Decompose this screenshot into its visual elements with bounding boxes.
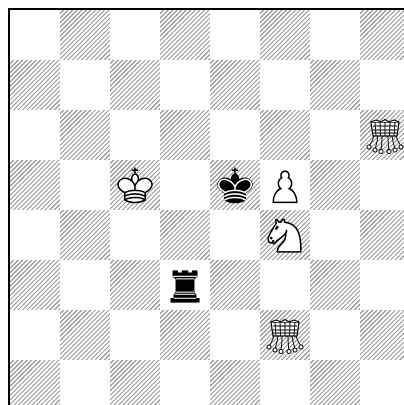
light-square[interactable] — [10, 110, 60, 160]
light-square[interactable] — [60, 160, 110, 210]
dark-square[interactable] — [360, 210, 404, 260]
light-square[interactable] — [210, 310, 260, 360]
light-square[interactable] — [10, 210, 60, 260]
crowned-grasshopper-icon[interactable] — [360, 110, 404, 160]
light-square[interactable] — [360, 160, 404, 210]
light-square[interactable] — [310, 10, 360, 60]
dark-square[interactable] — [10, 160, 60, 210]
dark-square[interactable] — [110, 60, 160, 110]
chess-board — [8, 8, 404, 405]
white-knight-icon[interactable] — [260, 210, 310, 260]
light-square[interactable] — [160, 160, 210, 210]
dark-square[interactable] — [210, 60, 260, 110]
dark-square[interactable] — [360, 10, 404, 60]
light-square[interactable] — [110, 210, 160, 260]
light-square[interactable] — [210, 110, 260, 160]
dark-square[interactable] — [10, 60, 60, 110]
light-square[interactable] — [110, 110, 160, 160]
white-king-icon[interactable] — [110, 160, 160, 210]
dark-square[interactable] — [60, 310, 110, 360]
dark-square[interactable] — [260, 110, 310, 160]
light-square[interactable] — [360, 360, 404, 405]
light-square[interactable] — [110, 310, 160, 360]
black-rook-icon[interactable] — [160, 260, 210, 310]
light-square[interactable] — [260, 360, 310, 405]
dark-square[interactable] — [60, 10, 110, 60]
dark-square[interactable] — [310, 60, 360, 110]
light-square[interactable] — [110, 10, 160, 60]
dark-square[interactable] — [160, 310, 210, 360]
dark-square[interactable] — [160, 210, 210, 260]
light-square[interactable] — [260, 260, 310, 310]
light-square[interactable] — [210, 10, 260, 60]
dark-square[interactable] — [360, 310, 404, 360]
dark-square[interactable] — [310, 360, 360, 405]
light-square[interactable] — [310, 310, 360, 360]
dark-square[interactable] — [210, 360, 260, 405]
dark-square[interactable] — [310, 160, 360, 210]
crowned-grasshopper-icon[interactable] — [260, 310, 310, 360]
light-square[interactable] — [360, 60, 404, 110]
light-square[interactable] — [60, 260, 110, 310]
white-pawn-icon[interactable] — [260, 160, 310, 210]
dark-square[interactable] — [110, 360, 160, 405]
dark-square[interactable] — [110, 260, 160, 310]
light-square[interactable] — [310, 110, 360, 160]
light-square[interactable] — [160, 60, 210, 110]
light-square[interactable] — [310, 210, 360, 260]
dark-square[interactable] — [160, 10, 210, 60]
light-square[interactable] — [60, 60, 110, 110]
dark-square[interactable] — [260, 10, 310, 60]
dark-square[interactable] — [310, 260, 360, 310]
dark-square[interactable] — [60, 110, 110, 160]
light-square[interactable] — [60, 360, 110, 405]
light-square[interactable] — [10, 310, 60, 360]
light-square[interactable] — [360, 260, 404, 310]
light-square[interactable] — [160, 360, 210, 405]
dark-square[interactable] — [10, 260, 60, 310]
dark-square[interactable] — [60, 210, 110, 260]
light-square[interactable] — [210, 210, 260, 260]
dark-square[interactable] — [210, 260, 260, 310]
dark-square[interactable] — [160, 110, 210, 160]
dark-square[interactable] — [10, 360, 60, 405]
black-king-icon[interactable] — [210, 160, 260, 210]
light-square[interactable] — [260, 60, 310, 110]
light-square[interactable] — [10, 10, 60, 60]
